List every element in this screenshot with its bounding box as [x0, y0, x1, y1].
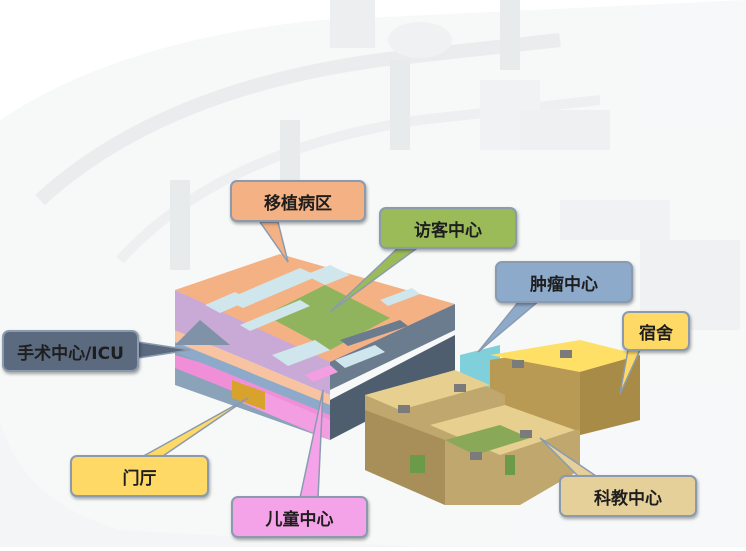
lobby-label: 门厅 [70, 455, 209, 497]
lobby-block [232, 380, 265, 410]
main-building [175, 254, 455, 440]
children-center-label: 儿童中心 [231, 496, 368, 538]
surgery-icu-label: 手术中心/ICU [2, 330, 139, 372]
transplant-ward-label: 移植病区 [230, 180, 366, 222]
oncology-center-label: 肿瘤中心 [495, 261, 633, 303]
research-education-label: 科教中心 [559, 475, 697, 517]
research-education-building [365, 370, 580, 505]
visitor-center-label: 访客中心 [379, 207, 517, 249]
dormitory-label: 宿舍 [622, 311, 690, 351]
